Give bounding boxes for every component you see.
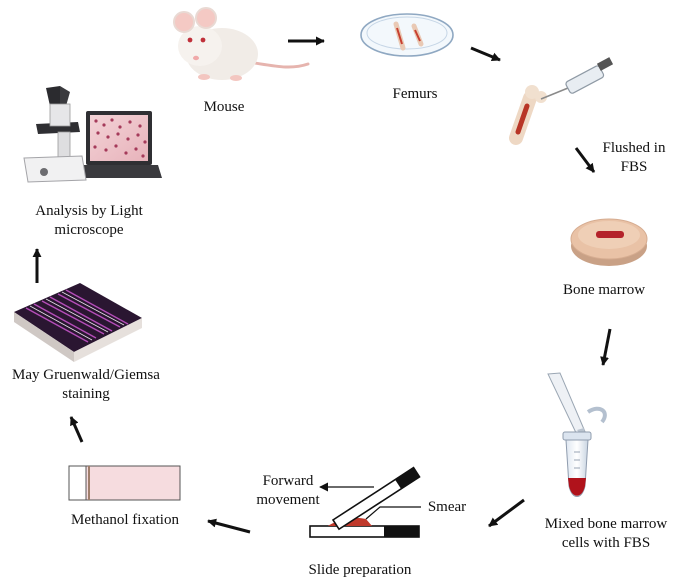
label-flushed-in-fbs: Flushed in FBS [590, 139, 678, 177]
label-mixed-cells: Mixed bone marrow cells with FBS [530, 515, 682, 553]
arrow-slide-to-fixation [207, 518, 251, 534]
eppendorf-tube-pipette [547, 372, 607, 497]
label-staining-line1: May Gruenwald/Giemsa [12, 367, 160, 383]
label-mixed-line1: Mixed bone marrow [544, 516, 668, 532]
label-analysis-line1: Analysis by Light [35, 203, 143, 219]
mouse-illustration [173, 7, 310, 81]
label-methanol-fixation: Methanol fixation [71, 512, 179, 528]
label-mixed-line2: cells with FBS [561, 535, 651, 551]
label-flushed-line1: Flushed in [602, 140, 666, 156]
label-staining: May Gruenwald/Giemsa staining [0, 366, 172, 404]
arrow-flush-to-dish [574, 147, 596, 173]
label-forward-line2: movement [256, 492, 320, 508]
label-analysis: Analysis by Light microscope [14, 202, 164, 240]
label-smear: Smear [427, 499, 467, 515]
label-slide-preparation: Slide preparation [308, 562, 412, 578]
bone-marrow-dish [570, 218, 648, 266]
label-femurs: Femurs [392, 86, 438, 102]
label-analysis-line2: microscope [54, 222, 124, 238]
label-bone-marrow: Bone marrow [562, 282, 646, 298]
slide-smear-diagram [309, 466, 421, 538]
label-forward-line1: Forward [262, 473, 314, 489]
arrow-tube-to-slide [488, 498, 525, 528]
label-mouse: Mouse [203, 99, 245, 115]
smear-leader-line [365, 506, 421, 520]
label-forward-movement: Forward movement [246, 472, 330, 510]
label-staining-line2: staining [62, 386, 110, 402]
methanol-slide [68, 465, 181, 501]
stained-slides-tray [14, 283, 142, 362]
arrow-dish-to-tube [600, 328, 612, 366]
label-flushed-line2: FBS [620, 159, 648, 175]
light-microscope-laptop [23, 86, 162, 183]
arrow-fixation-to-staining [69, 416, 84, 443]
flow-arrows [32, 36, 612, 534]
femur-syringe-flush [509, 57, 614, 145]
arrow-femurs-to-flush [470, 46, 501, 62]
femurs-petri-dish [360, 13, 454, 57]
